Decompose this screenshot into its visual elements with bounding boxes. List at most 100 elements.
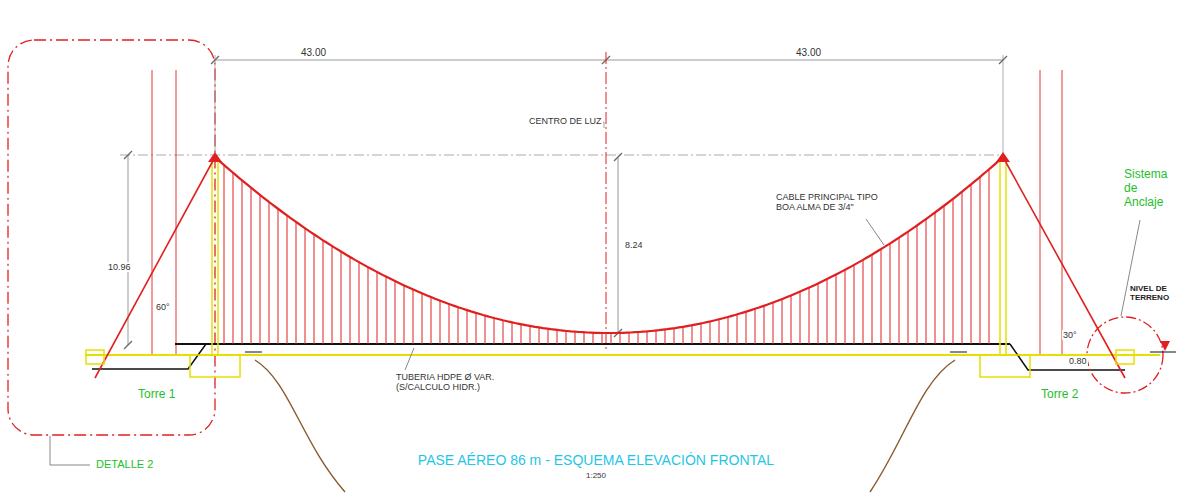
hanger xyxy=(359,262,360,344)
hanger xyxy=(557,330,558,344)
angle-text: 30° xyxy=(1062,330,1078,340)
hanger xyxy=(512,322,513,344)
terrain-label: NIVEL DE TERRENO xyxy=(1129,284,1179,302)
hanger xyxy=(746,312,747,344)
hanger xyxy=(980,177,981,344)
dimension-line xyxy=(215,60,1003,61)
hanger xyxy=(224,165,225,344)
dimension-text: 43.00 xyxy=(795,47,822,59)
hanger xyxy=(485,316,486,344)
hanger xyxy=(890,244,891,345)
anchor-block xyxy=(1116,350,1134,364)
hanger xyxy=(593,333,594,344)
hanger xyxy=(323,240,324,344)
pipe-label: TUBERIA HDPE Ø VAR. (S/CALCULO HIDR.) xyxy=(395,372,527,393)
hanger xyxy=(854,265,855,344)
hanger xyxy=(530,326,531,344)
footing xyxy=(980,355,1030,377)
guide-line xyxy=(1040,70,1041,355)
dimension-tick xyxy=(124,151,132,159)
hanger xyxy=(242,180,243,344)
scale-text: 1:250 xyxy=(545,471,647,480)
hanger xyxy=(620,333,621,344)
reference-line xyxy=(120,155,1003,156)
hanger xyxy=(728,317,729,344)
drawing-title: PASE AÉREO 86 m - ESQUEMA ELEVACIÓN FRON… xyxy=(345,452,847,468)
anchorage-callout xyxy=(1087,317,1163,393)
guide-line xyxy=(176,70,177,355)
pipe-support xyxy=(950,351,967,353)
hanger xyxy=(944,206,945,344)
hanger xyxy=(233,173,234,344)
hanger xyxy=(656,331,657,345)
hanger xyxy=(611,333,612,344)
hanger xyxy=(755,309,756,344)
deck-ramp xyxy=(92,344,206,369)
anchorage-label: Sistema de Anclaje xyxy=(1123,168,1179,209)
hanger xyxy=(467,310,468,344)
hanger xyxy=(683,327,684,344)
tower xyxy=(211,158,213,355)
extension-line xyxy=(215,55,216,155)
backstay-cable xyxy=(95,157,215,378)
hanger xyxy=(386,277,387,344)
terrain-profile xyxy=(255,360,345,492)
dimension-text: 8.24 xyxy=(624,240,644,250)
hanger xyxy=(881,249,882,344)
hanger xyxy=(278,209,279,344)
hanger xyxy=(377,272,378,344)
terrain-profile xyxy=(870,360,955,492)
note-text: CENTRO DE LUZ xyxy=(528,116,603,126)
hanger xyxy=(827,279,828,344)
hanger xyxy=(350,257,351,344)
hanger xyxy=(404,285,405,344)
hanger xyxy=(764,306,765,344)
hanger xyxy=(800,292,801,344)
hanger xyxy=(899,238,900,344)
hanger xyxy=(782,299,783,344)
backstay-cable xyxy=(1003,157,1125,378)
hanger xyxy=(368,267,369,344)
dimension-text: 0.80 xyxy=(1068,356,1088,366)
hanger xyxy=(791,295,792,344)
dimension-tick xyxy=(614,153,622,161)
hanger xyxy=(809,288,810,344)
tower-label: Torre 2 xyxy=(1040,388,1079,402)
level-symbol xyxy=(1160,341,1170,351)
hanger xyxy=(422,293,423,344)
hanger xyxy=(845,270,846,344)
guide-line xyxy=(152,70,153,355)
hanger xyxy=(314,234,315,344)
hanger xyxy=(953,199,954,344)
hanger xyxy=(773,303,774,345)
detail-frame xyxy=(8,40,215,435)
hanger xyxy=(962,192,963,344)
tower-label: Torre 1 xyxy=(137,388,176,402)
hanger xyxy=(917,225,918,344)
hanger xyxy=(476,313,477,344)
hanger xyxy=(575,332,576,344)
hanger xyxy=(665,329,666,344)
dimension-text: 43.00 xyxy=(300,47,327,59)
hanger xyxy=(539,327,540,344)
hanger xyxy=(710,321,711,344)
hanger xyxy=(440,301,441,344)
hanger xyxy=(719,319,720,344)
hanger xyxy=(989,169,990,344)
hanger xyxy=(251,188,252,344)
center-line xyxy=(606,52,607,350)
pipe-support xyxy=(245,351,262,353)
hanger xyxy=(908,232,909,344)
hanger xyxy=(926,219,927,344)
main-cable xyxy=(215,157,1003,333)
footing xyxy=(190,355,240,377)
hanger xyxy=(836,275,837,344)
hanger xyxy=(449,304,450,344)
guide-line xyxy=(1062,70,1063,355)
cable-label: CABLE PRINCIPAL TIPO BOA ALMA DE 3/4" xyxy=(775,192,897,213)
dimension-tick xyxy=(124,341,132,349)
hanger xyxy=(503,320,504,344)
